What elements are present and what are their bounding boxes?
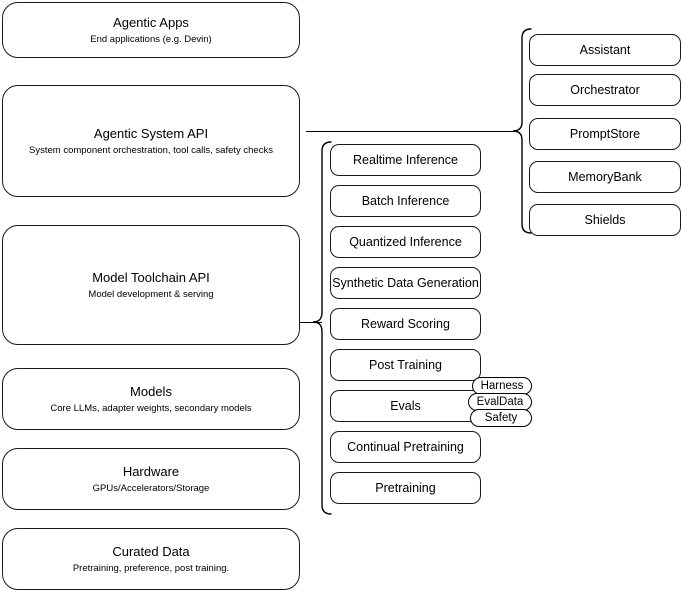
eval-tag-evaldata[interactable]: EvalData <box>468 393 532 411</box>
toolchain-item-pretraining[interactable]: Pretraining <box>330 472 481 504</box>
brace-toolchain-items <box>312 140 332 516</box>
toolchain-item-synthetic-data-generation[interactable]: Synthetic Data Generation <box>330 267 481 299</box>
system-item-label: Orchestrator <box>570 83 640 97</box>
layer-title: Hardware <box>122 463 180 479</box>
layer-subtitle: GPUs/Accelerators/Storage <box>92 482 210 494</box>
toolchain-item-reward-scoring[interactable]: Reward Scoring <box>330 308 481 340</box>
brace-system-items <box>512 27 532 235</box>
layer-box-models[interactable]: Models Core LLMs, adapter weights, secon… <box>2 368 300 430</box>
system-item-shields[interactable]: Shields <box>529 204 681 236</box>
layer-subtitle: End applications (e.g. Devin) <box>90 33 212 45</box>
toolchain-item-quantized-inference[interactable]: Quantized Inference <box>330 226 481 258</box>
toolchain-item-post-training[interactable]: Post Training <box>330 349 481 381</box>
eval-tag-label: Safety <box>484 412 518 424</box>
eval-tag-label: EvalData <box>476 396 524 408</box>
system-item-label: PromptStore <box>569 127 641 141</box>
toolchain-item-realtime-inference[interactable]: Realtime Inference <box>330 144 481 176</box>
layer-title: Model Toolchain API <box>92 269 210 285</box>
layer-box-model-toolchain-api[interactable]: Model Toolchain API Model development & … <box>2 225 300 345</box>
system-item-memorybank[interactable]: MemoryBank <box>529 161 681 193</box>
layer-title: Agentic Apps <box>113 14 189 30</box>
toolchain-item-batch-inference[interactable]: Batch Inference <box>330 185 481 217</box>
toolchain-item-label: Realtime Inference <box>353 153 458 167</box>
layer-subtitle: Core LLMs, adapter weights, secondary mo… <box>50 402 252 414</box>
eval-tag-harness[interactable]: Harness <box>472 377 532 395</box>
toolchain-item-label: Batch Inference <box>361 194 450 208</box>
layer-title: Curated Data <box>112 543 190 559</box>
system-item-label: Shields <box>584 213 626 227</box>
toolchain-item-label: Reward Scoring <box>361 317 450 331</box>
toolchain-item-label: Continual Pretraining <box>347 440 464 454</box>
layer-box-curated-data[interactable]: Curated Data Pretraining, preference, po… <box>2 528 300 590</box>
system-item-promptstore[interactable]: PromptStore <box>529 118 681 150</box>
system-item-label: MemoryBank <box>568 170 642 184</box>
toolchain-item-label: Pretraining <box>375 481 436 495</box>
toolchain-item-label: Evals <box>390 399 421 413</box>
system-item-assistant[interactable]: Assistant <box>529 34 681 66</box>
toolchain-item-label: Synthetic Data Generation <box>332 276 479 290</box>
layer-box-agentic-apps[interactable]: Agentic Apps End applications (e.g. Devi… <box>2 2 300 58</box>
layer-title: Agentic System API <box>93 125 209 141</box>
toolchain-item-continual-pretraining[interactable]: Continual Pretraining <box>330 431 481 463</box>
eval-tag-label: Harness <box>480 380 524 392</box>
layer-box-hardware[interactable]: Hardware GPUs/Accelerators/Storage <box>2 448 300 510</box>
toolchain-item-evals[interactable]: Evals <box>330 390 481 422</box>
system-item-orchestrator[interactable]: Orchestrator <box>529 74 681 106</box>
system-item-label: Assistant <box>579 43 631 57</box>
connector-model-toolchain-api-to-toolchain-items <box>300 322 322 324</box>
toolchain-item-label: Post Training <box>369 358 442 372</box>
layer-subtitle: System component orchestration, tool cal… <box>29 144 273 156</box>
connector-agentic-system-api-to-system-items <box>306 131 516 133</box>
layer-subtitle: Model development & serving <box>88 288 214 300</box>
toolchain-item-label: Quantized Inference <box>349 235 462 249</box>
eval-tag-safety[interactable]: Safety <box>470 409 532 427</box>
layer-subtitle: Pretraining, preference, post training. <box>72 562 230 574</box>
layer-title: Models <box>130 383 172 399</box>
layer-box-agentic-system-api[interactable]: Agentic System API System component orch… <box>2 85 300 197</box>
